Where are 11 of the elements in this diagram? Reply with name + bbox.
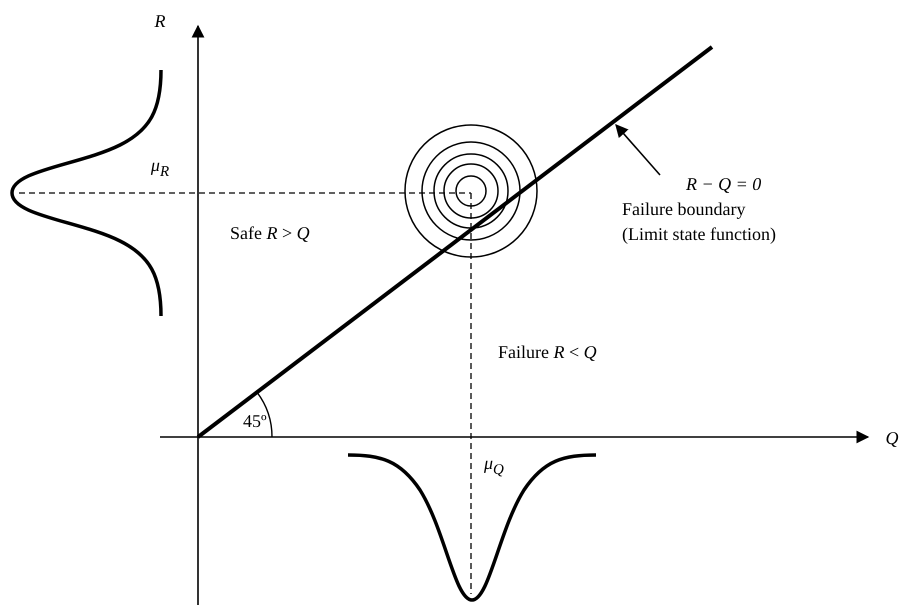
mean-label: μ$_{R}$ [150, 156, 170, 180]
leader-arrow [615, 124, 661, 176]
equation-text: R − Q = 0 [686, 175, 762, 194]
region-label: Failure R < Q [498, 343, 597, 361]
region-label: Safe R > Q [230, 224, 310, 242]
angle-label: 45º [243, 412, 267, 430]
mean-label: μ$_{Q}$ [484, 454, 504, 478]
axis-label: R [154, 12, 166, 30]
axis-label: Q [886, 429, 898, 447]
annotation-text: Failure boundary [622, 200, 746, 219]
annotation-text: (Limit state function) [622, 224, 776, 244]
